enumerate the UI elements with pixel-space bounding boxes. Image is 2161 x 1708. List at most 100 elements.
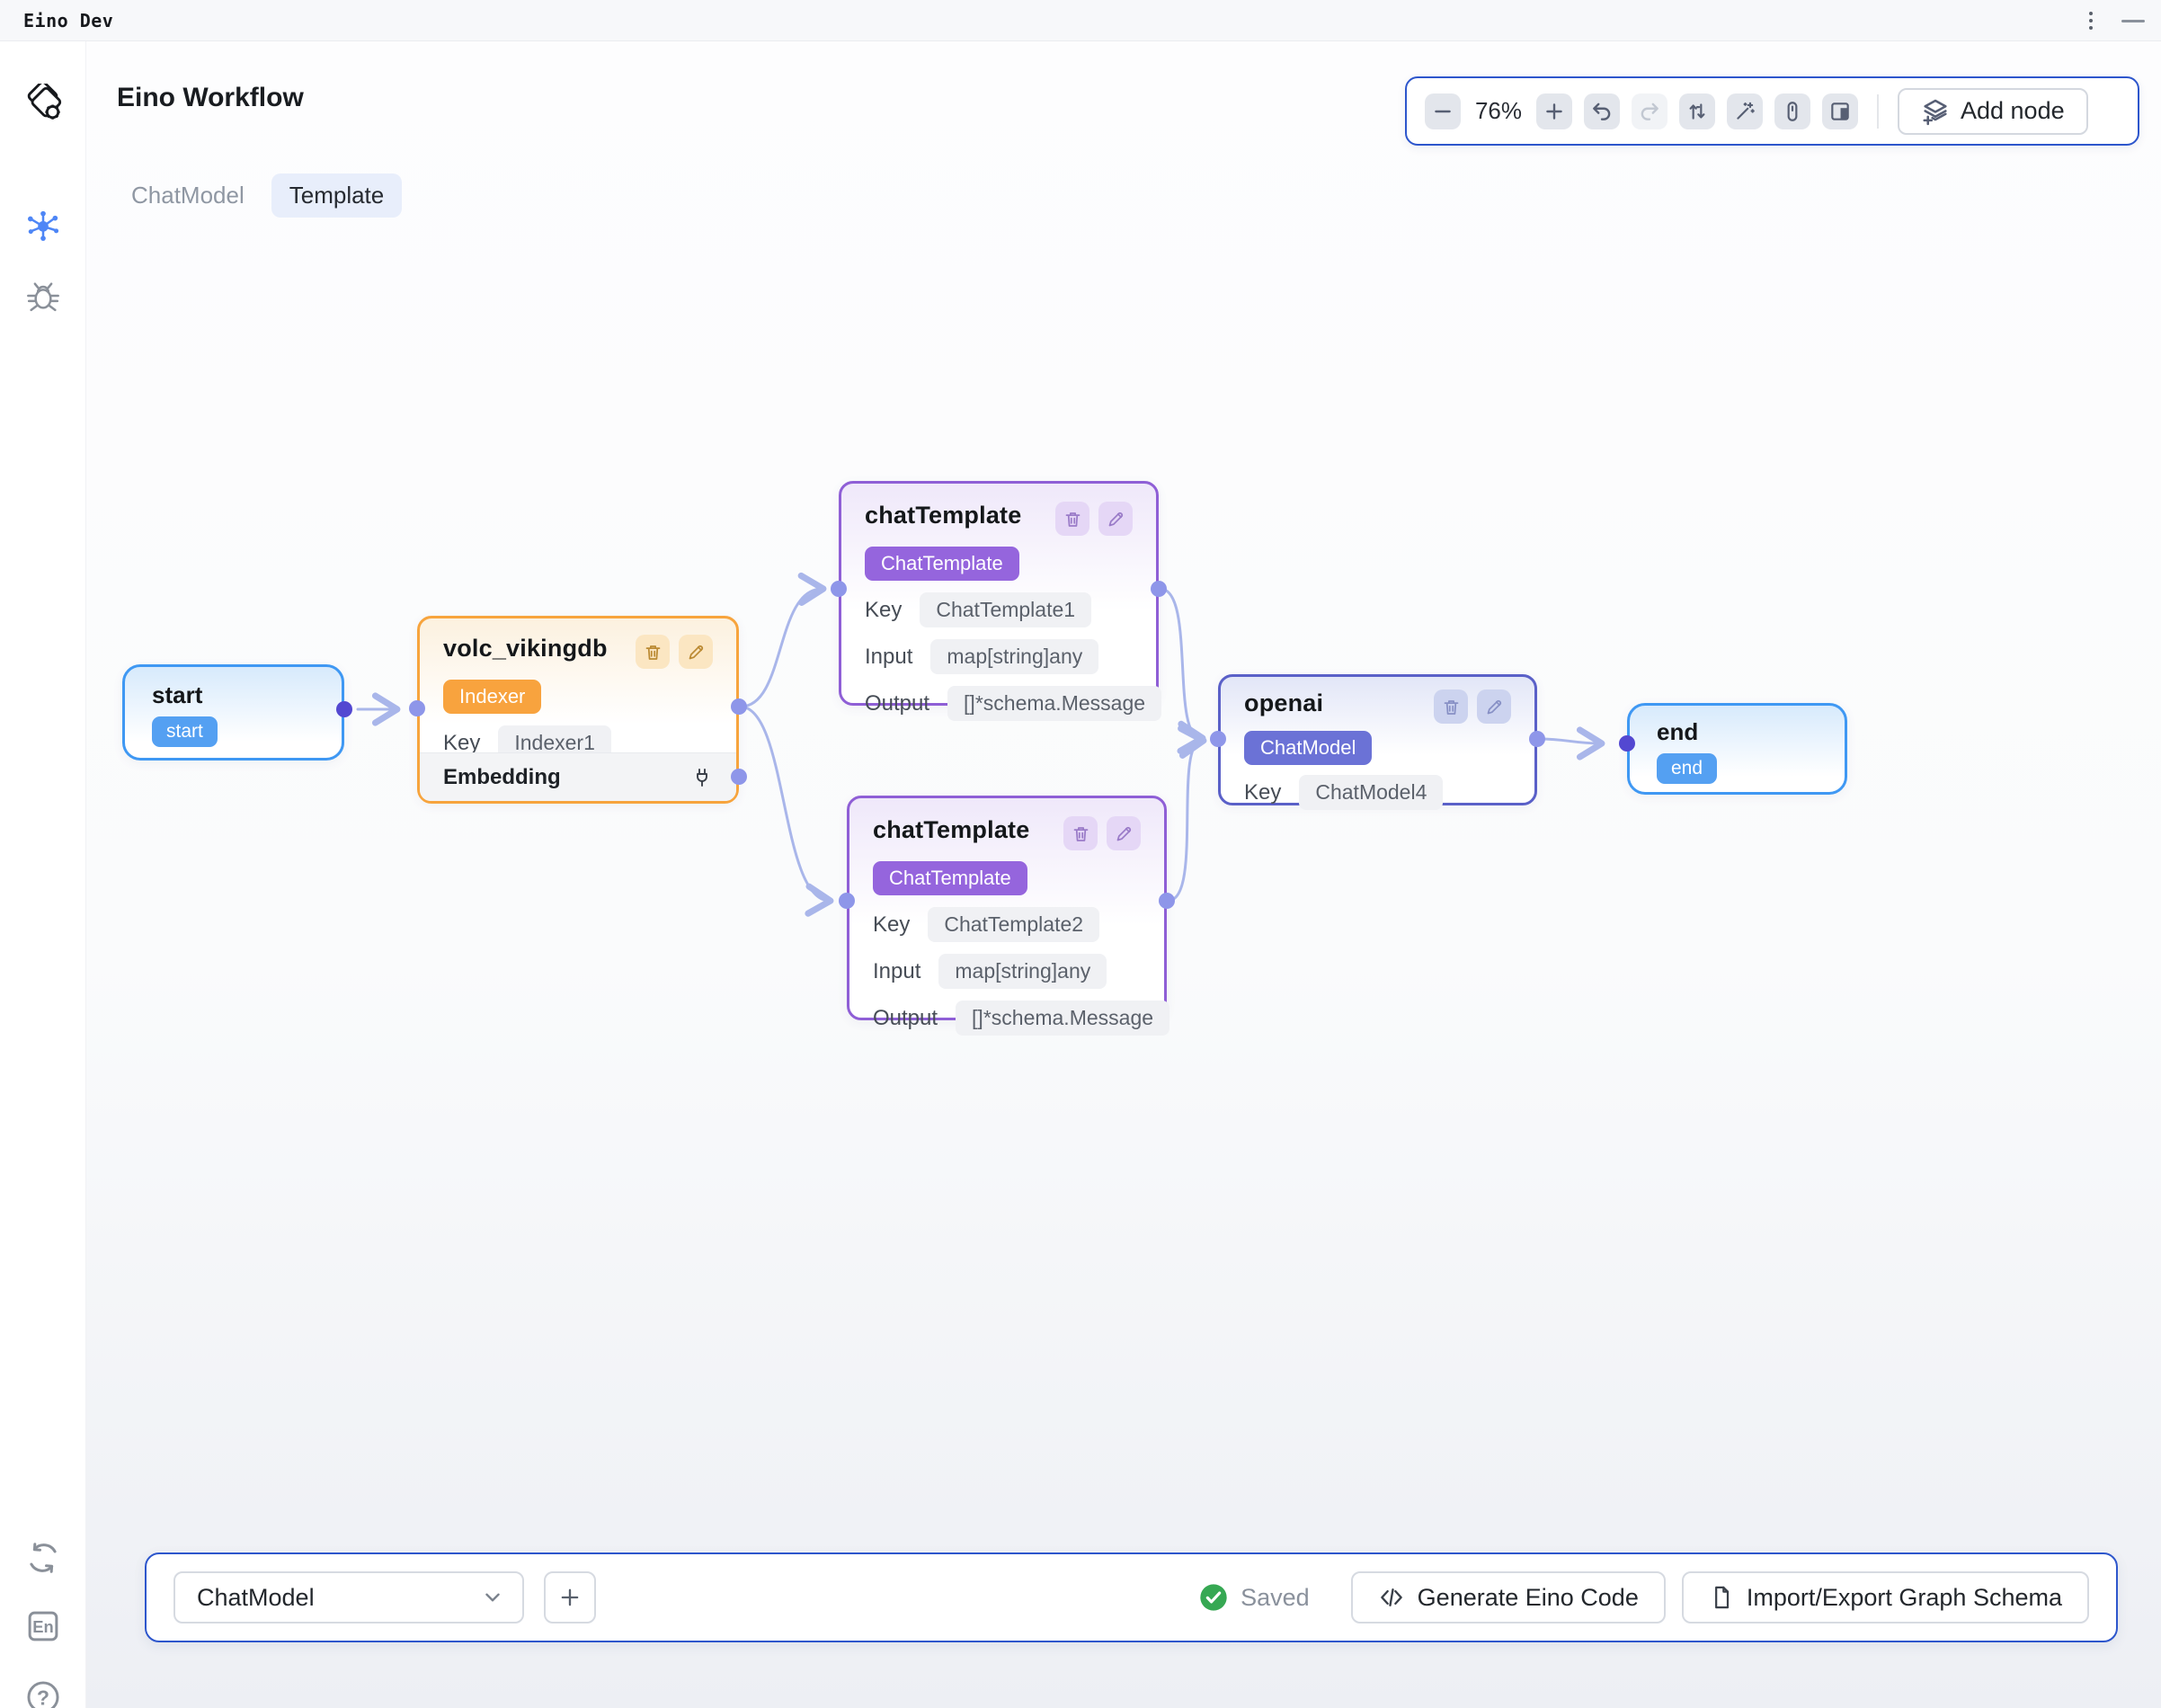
delete-node-button[interactable] [1063, 816, 1098, 850]
output-value: []*schema.Message [947, 686, 1162, 721]
key-value: ChatModel4 [1299, 775, 1444, 810]
input-label: Input [865, 644, 913, 669]
embedding-section[interactable]: Embedding [420, 752, 736, 801]
node-openai[interactable]: openai ChatModel Key ChatModel4 [1218, 674, 1537, 810]
key-label: Key [1244, 779, 1282, 805]
key-label: Key [865, 597, 903, 622]
port-chattemplate2-in[interactable] [839, 893, 855, 909]
pencil-icon [1108, 512, 1123, 526]
trash-icon [1444, 699, 1458, 715]
node-chattemplate2-title: chatTemplate [873, 816, 1030, 843]
minimap-button[interactable] [1822, 93, 1858, 129]
port-chattemplate2-out[interactable] [1159, 893, 1175, 909]
workflow-graph-icon[interactable] [0, 208, 86, 244]
page-title: Eino Workflow [117, 83, 304, 112]
add-graph-button[interactable] [544, 1571, 596, 1623]
port-chattemplate1-out[interactable] [1151, 581, 1167, 597]
edit-node-button[interactable] [1107, 816, 1141, 850]
window-menu-icon[interactable] [2084, 6, 2098, 35]
port-openai-out[interactable] [1529, 731, 1545, 747]
node-volc-title: volc_vikingdb [443, 635, 608, 662]
save-status-label: Saved [1241, 1583, 1310, 1611]
node-chattemplate2-type-badge: ChatTemplate [873, 861, 1027, 895]
plug-icon [697, 768, 707, 787]
edit-node-button[interactable] [1098, 502, 1133, 536]
zoom-in-button[interactable] [1536, 93, 1572, 129]
layers-plus-icon [1923, 99, 1947, 125]
port-volc-in[interactable] [409, 700, 425, 716]
node-volc-type-badge: Indexer [443, 680, 542, 714]
pencil-icon [1116, 826, 1131, 841]
pencil-icon [689, 645, 703, 659]
node-end-badge: end [1657, 753, 1718, 784]
debug-bug-icon[interactable] [0, 278, 86, 314]
refresh-icon[interactable] [0, 1539, 86, 1577]
output-value: []*schema.Message [956, 1001, 1170, 1036]
node-end[interactable]: end end [1627, 703, 1847, 795]
bottom-toolbar: ChatModel Saved Generate Eino Code Impor… [145, 1552, 2118, 1642]
import-export-label: Import/Export Graph Schema [1746, 1583, 2062, 1611]
embedding-label: Embedding [443, 764, 561, 789]
port-end-in[interactable] [1619, 735, 1635, 752]
generate-code-label: Generate Eino Code [1417, 1583, 1639, 1611]
generate-code-button[interactable]: Generate Eino Code [1350, 1571, 1666, 1623]
node-openai-title: openai [1244, 689, 1324, 716]
key-value: Indexer1 [498, 725, 611, 761]
auto-layout-button[interactable] [1679, 93, 1715, 129]
output-label: Output [865, 690, 930, 716]
delete-node-button[interactable] [1055, 502, 1089, 536]
edit-node-button[interactable] [1477, 689, 1511, 724]
delete-node-button[interactable] [636, 635, 670, 669]
add-node-label: Add node [1961, 97, 2065, 124]
output-label: Output [873, 1005, 938, 1030]
node-chattemplate-2[interactable]: chatTemplate ChatTemplate Key ChatTempla… [847, 796, 1170, 1036]
check-circle-icon [1200, 1584, 1227, 1611]
window-minimize-icon[interactable] [2121, 19, 2145, 22]
edit-node-button[interactable] [679, 635, 713, 669]
trash-icon [1073, 826, 1088, 841]
svg-text:?: ? [37, 1686, 49, 1708]
tab-chatmodel[interactable]: ChatModel [131, 182, 245, 209]
zoom-level: 76% [1474, 97, 1523, 124]
pencil-icon [1487, 699, 1501, 714]
help-icon[interactable]: ? [0, 1677, 86, 1708]
graph-selector[interactable]: ChatModel [173, 1571, 524, 1623]
node-end-title: end [1657, 718, 1699, 745]
mouse-mode-button[interactable] [1774, 93, 1810, 129]
language-icon[interactable]: En [0, 1607, 86, 1645]
tab-template[interactable]: Template [271, 173, 403, 218]
key-label: Key [443, 730, 481, 755]
code-icon [1380, 1588, 1402, 1606]
node-start-title: start [152, 681, 203, 708]
zoom-out-button[interactable] [1425, 93, 1461, 129]
port-start-out[interactable] [336, 701, 352, 717]
add-node-button[interactable]: Add node [1898, 87, 2088, 135]
import-export-button[interactable]: Import/Export Graph Schema [1681, 1571, 2089, 1623]
workflow-tabs: ChatModel Template [113, 173, 403, 218]
window-titlebar: Eino Dev [0, 0, 2161, 41]
key-label: Key [873, 912, 911, 937]
undo-button[interactable] [1584, 93, 1620, 129]
port-volc-embedding[interactable] [731, 769, 747, 785]
trash-icon [645, 645, 660, 660]
delete-node-button[interactable] [1434, 689, 1468, 724]
input-value: map[string]any [930, 639, 1099, 674]
trash-icon [1065, 512, 1080, 527]
chevron-down-icon [485, 1593, 500, 1602]
graph-selector-value: ChatModel [197, 1583, 315, 1611]
port-chattemplate1-in[interactable] [831, 581, 847, 597]
magic-wand-button[interactable] [1727, 93, 1763, 129]
redo-button[interactable] [1632, 93, 1667, 129]
key-value: ChatTemplate2 [928, 907, 1100, 942]
port-volc-out[interactable] [731, 698, 747, 715]
port-openai-in[interactable] [1210, 731, 1226, 747]
svg-text:En: En [32, 1617, 53, 1636]
eino-logo-icon[interactable] [0, 84, 86, 125]
node-openai-type-badge: ChatModel [1244, 731, 1373, 765]
input-value: map[string]any [938, 954, 1107, 989]
node-chattemplate-1[interactable]: chatTemplate ChatTemplate Key ChatTempla… [839, 481, 1162, 721]
node-start[interactable]: start start [122, 664, 344, 761]
node-volc-vikingdb[interactable]: volc_vikingdb Indexer Key Indexer1 Embed… [417, 616, 739, 804]
window-title: Eino Dev [23, 9, 114, 31]
